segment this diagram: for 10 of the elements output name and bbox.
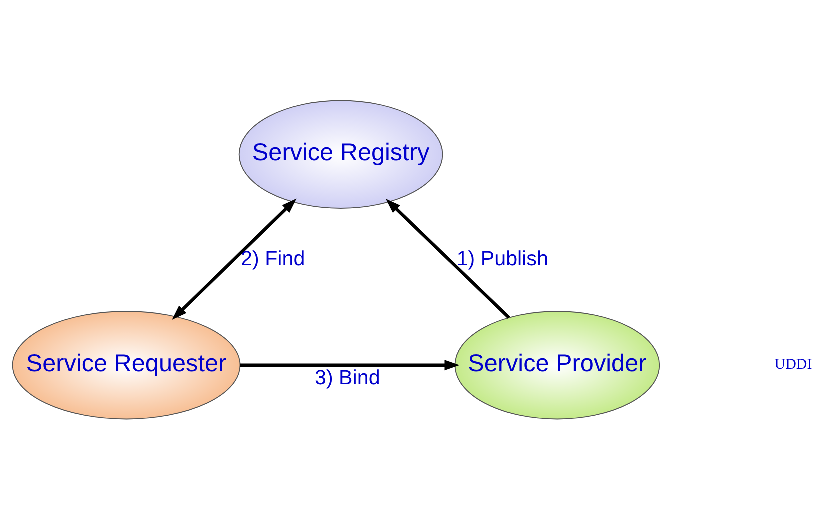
- arrow: [172, 198, 297, 320]
- node-ellipse: Service Provider: [454, 311, 660, 420]
- node-ellipse: Service Requester: [12, 311, 241, 420]
- arrow: [240, 360, 460, 371]
- label: UDDI: [774, 356, 812, 373]
- arrow: [386, 198, 510, 319]
- node-ellipse: Service Registry: [238, 100, 444, 209]
- edge-label: 3) Bind: [315, 366, 380, 390]
- edge-label: 2) Find: [241, 247, 306, 270]
- edge-label: 1) Publish: [456, 247, 548, 270]
